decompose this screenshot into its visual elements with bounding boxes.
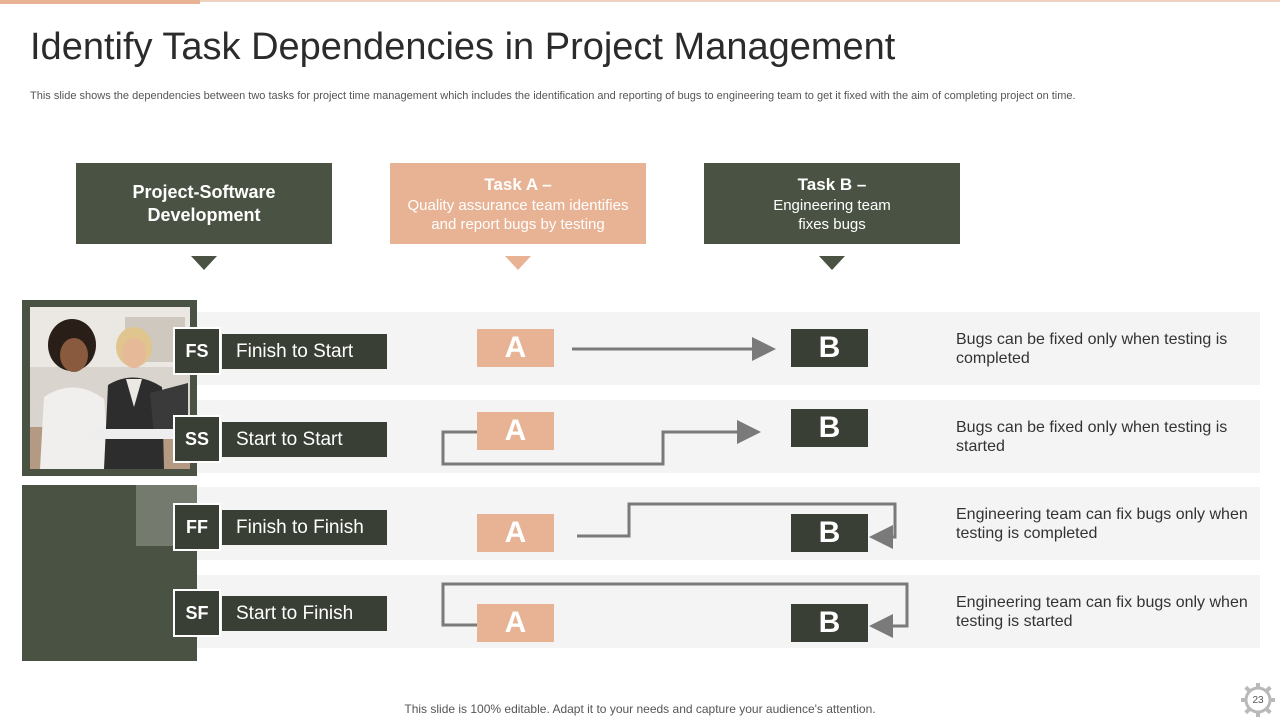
row-ff-code: FF (173, 503, 221, 551)
row-ss-task-b: B (791, 409, 868, 447)
row-sf-label: Start to Finish (222, 596, 387, 631)
header-project-title: Project-Software Development (132, 181, 276, 225)
row-ff-task-b: B (791, 514, 868, 552)
row-ff-desc: Engineering team can fix bugs only when … (956, 506, 1248, 542)
row-ss-desc: Bugs can be fixed only when testing is s… (956, 419, 1228, 455)
row-sf-task-b: B (791, 604, 868, 642)
row-ff-task-a: A (477, 514, 554, 552)
row-ff-label: Finish to Finish (222, 510, 387, 545)
header-task-a-title: Task A – (484, 174, 552, 194)
row-fs-task-a: A (477, 329, 554, 367)
row-sf-code: SF (173, 589, 221, 637)
row-sf-desc: Engineering team can fix bugs only when … (956, 594, 1248, 630)
header-task-b-title: Task B – (797, 174, 867, 194)
page-number: 23 (1252, 695, 1264, 706)
team-photo-illustration (30, 307, 190, 469)
row-fs-desc: Bugs can be fixed only when testing is c… (956, 331, 1228, 367)
slide-subtitle: This slide shows the dependencies betwee… (30, 90, 1076, 102)
row-ss-label: Start to Start (222, 422, 387, 457)
header-project-pointer-icon (191, 256, 217, 270)
footer-note: This slide is 100% editable. Adapt it to… (404, 702, 876, 716)
header-task-b: Task B – Engineering team fixes bugs (704, 163, 960, 244)
row-fs-task-b: B (791, 329, 868, 367)
slide-title: Identify Task Dependencies in Project Ma… (30, 26, 896, 68)
header-project: Project-Software Development (76, 163, 332, 244)
sf-arrow-icon (441, 582, 909, 638)
header-task-a-pointer-icon (505, 256, 531, 270)
team-photo (30, 307, 190, 469)
header-task-a-desc: Quality assurance team identifies and re… (407, 196, 629, 233)
header-task-b-desc: Engineering team fixes bugs (773, 196, 891, 233)
header-task-b-pointer-icon (819, 256, 845, 270)
gear-icon (1241, 683, 1275, 717)
top-accent-bar (0, 0, 200, 4)
row-fs-code: FS (173, 327, 221, 375)
ss-arrow-icon (441, 420, 761, 466)
row-ss-code: SS (173, 415, 221, 463)
row-sf-task-a: A (477, 604, 554, 642)
row-ss-task-a: A (477, 412, 554, 450)
row-fs-label: Finish to Start (222, 334, 387, 369)
ff-arrow-icon (577, 502, 897, 549)
top-divider-line (200, 0, 1280, 2)
header-task-a: Task A – Quality assurance team identifi… (390, 163, 646, 244)
